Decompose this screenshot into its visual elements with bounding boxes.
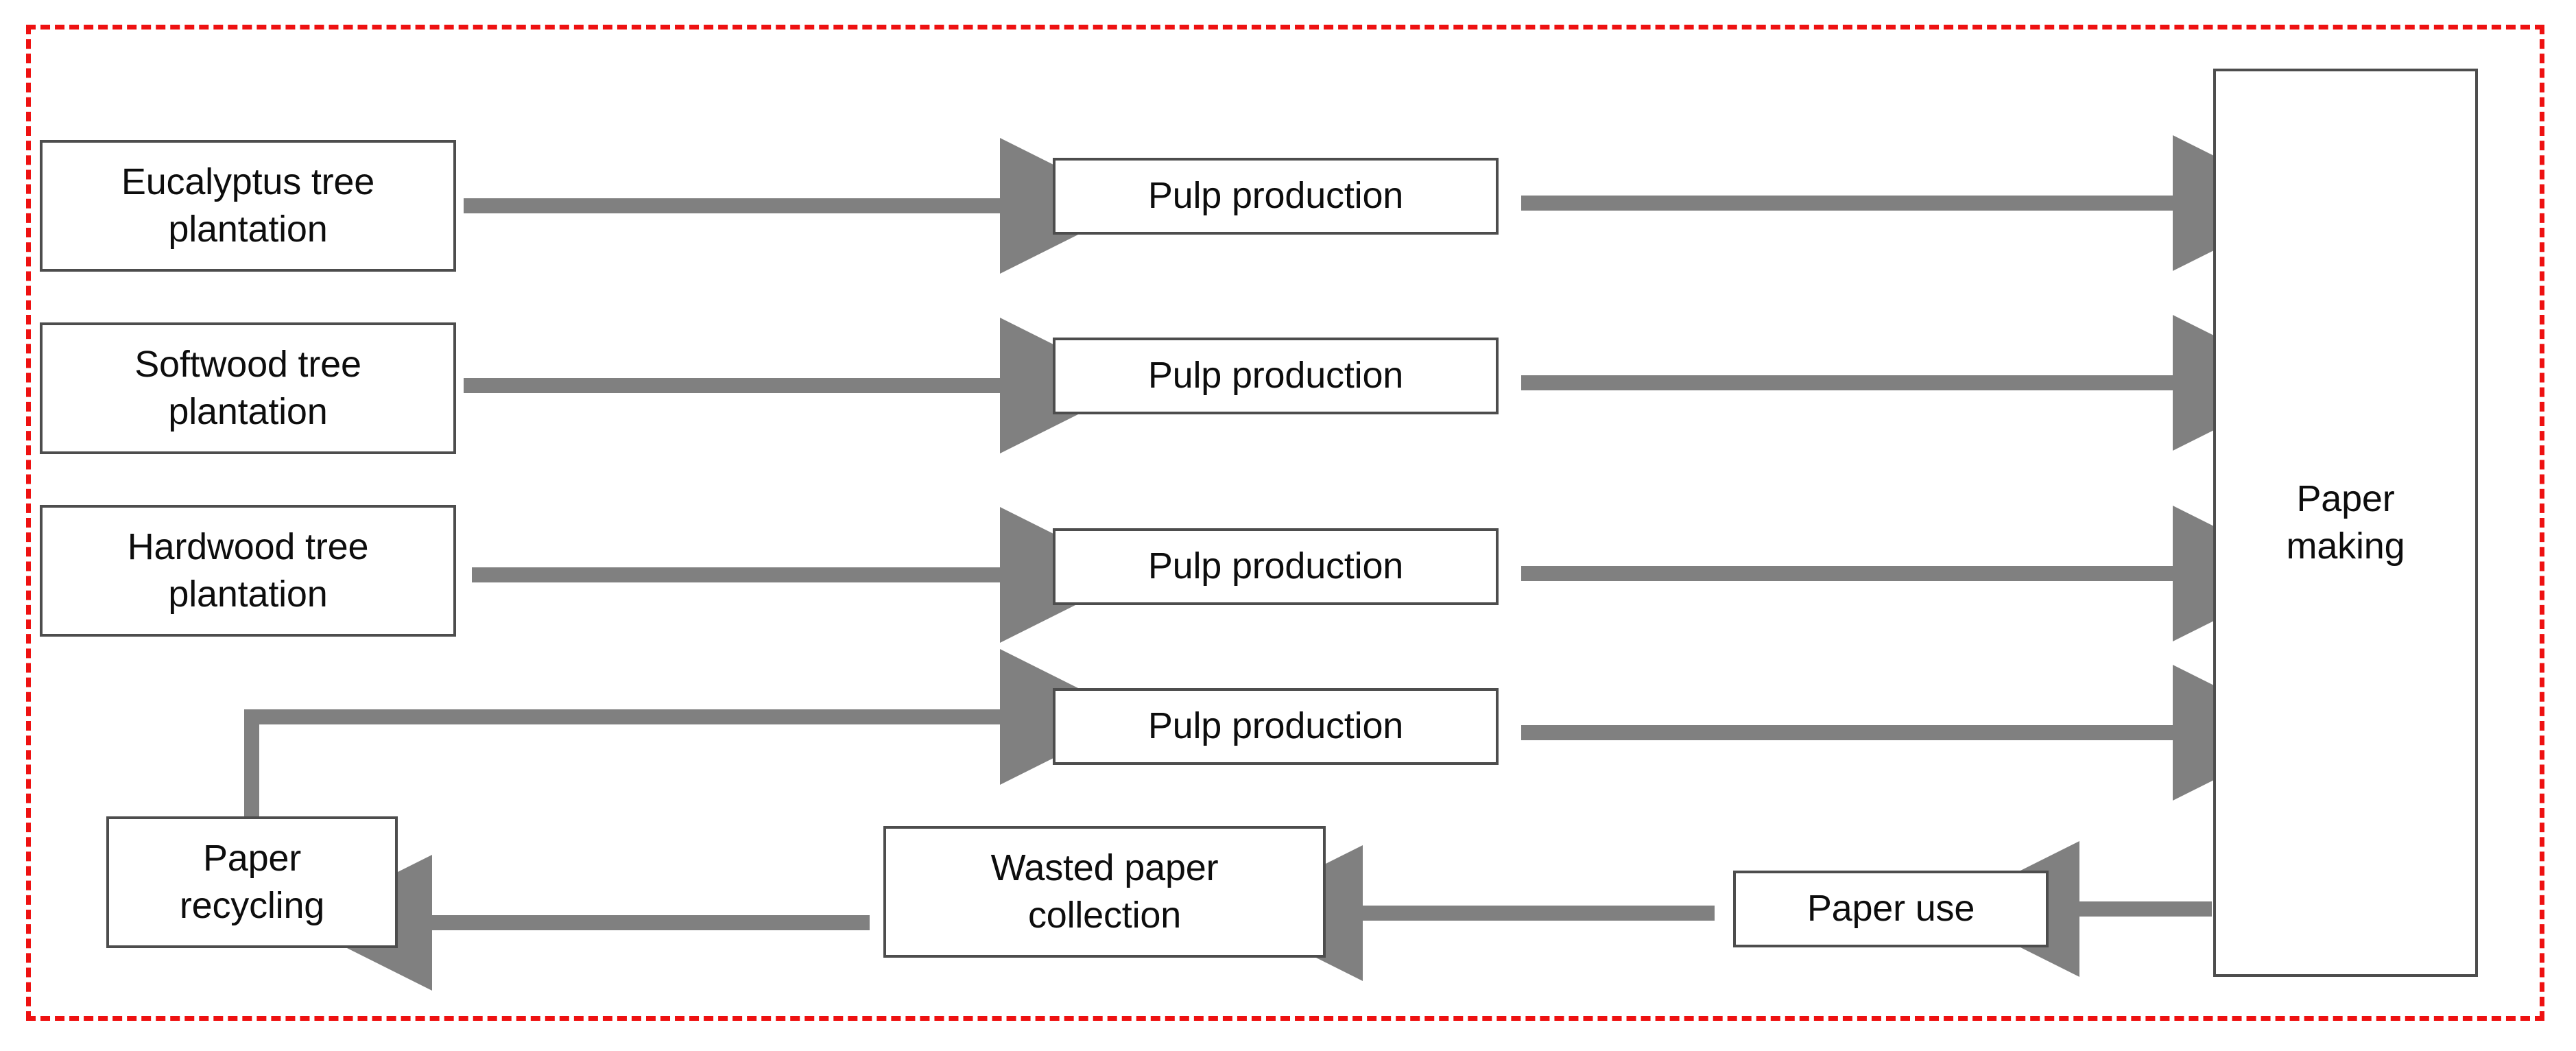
node-softwood-tree-plantation[interactable]: Softwood tree plantation xyxy=(40,322,456,454)
node-paper-making[interactable]: Paper making xyxy=(2213,69,2478,977)
node-label: Softwood tree plantation xyxy=(134,343,361,432)
node-label: Hardwood tree plantation xyxy=(127,526,369,615)
node-eucalyptus-tree-plantation[interactable]: Eucalyptus tree plantation xyxy=(40,140,456,272)
system-boundary xyxy=(26,25,2544,1021)
node-label: Pulp production xyxy=(1147,545,1404,587)
node-wasted-paper-collection[interactable]: Wasted paper collection xyxy=(883,826,1326,958)
node-paper-recycling[interactable]: Paper recycling xyxy=(106,816,398,948)
arrow-recycling-to-pulp4 xyxy=(244,649,1136,816)
node-pulp-production-2[interactable]: Pulp production xyxy=(1053,338,1499,414)
node-pulp-production-4[interactable]: Pulp production xyxy=(1053,688,1499,765)
node-label: Wasted paper collection xyxy=(990,847,1219,936)
node-label: Paper recycling xyxy=(179,837,325,926)
node-label: Paper making xyxy=(2286,477,2405,567)
node-label: Pulp production xyxy=(1147,705,1404,747)
node-label: Pulp production xyxy=(1147,355,1404,397)
node-label: Pulp production xyxy=(1147,175,1404,217)
node-pulp-production-1[interactable]: Pulp production xyxy=(1053,158,1499,235)
node-label: Paper use xyxy=(1806,888,1975,930)
node-paper-use[interactable]: Paper use xyxy=(1733,871,2049,947)
node-hardwood-tree-plantation[interactable]: Hardwood tree plantation xyxy=(40,505,456,637)
node-pulp-production-3[interactable]: Pulp production xyxy=(1053,528,1499,605)
node-label: Eucalyptus tree plantation xyxy=(121,161,375,250)
